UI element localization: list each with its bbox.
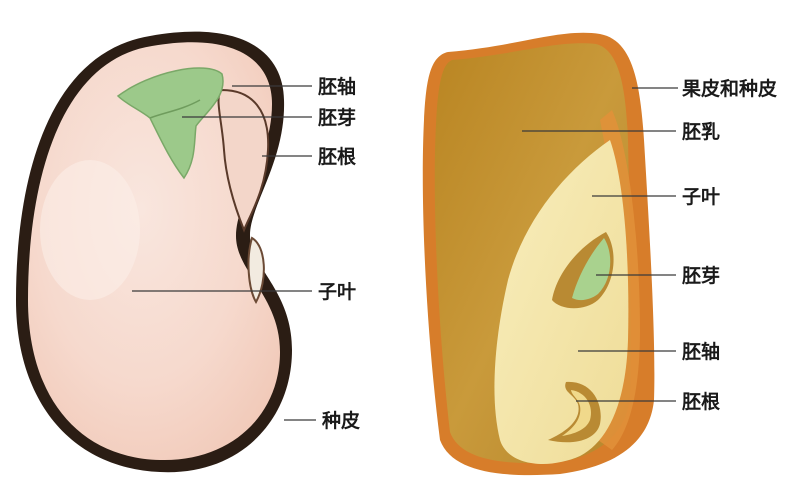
label-corn-endosperm: 胚乳 bbox=[681, 120, 720, 143]
label-bean-seed-coat: 种皮 bbox=[321, 409, 360, 432]
label-corn-hypocotyl: 胚轴 bbox=[681, 340, 720, 363]
label-corn-radicle: 胚根 bbox=[681, 390, 720, 413]
label-corn-pericarp-seed-coat: 果皮和种皮 bbox=[681, 77, 777, 100]
label-corn-cotyledon: 子叶 bbox=[682, 186, 720, 208]
label-corn-plumule: 胚芽 bbox=[681, 264, 720, 287]
label-bean-hypocotyl: 胚轴 bbox=[317, 75, 356, 98]
bean-seed bbox=[16, 32, 292, 473]
label-bean-plumule: 胚芽 bbox=[317, 106, 356, 129]
bean-highlight bbox=[40, 160, 140, 300]
label-bean-radicle: 胚根 bbox=[317, 145, 356, 168]
label-bean-cotyledon: 子叶 bbox=[318, 281, 356, 303]
corn-kernel bbox=[423, 33, 655, 475]
